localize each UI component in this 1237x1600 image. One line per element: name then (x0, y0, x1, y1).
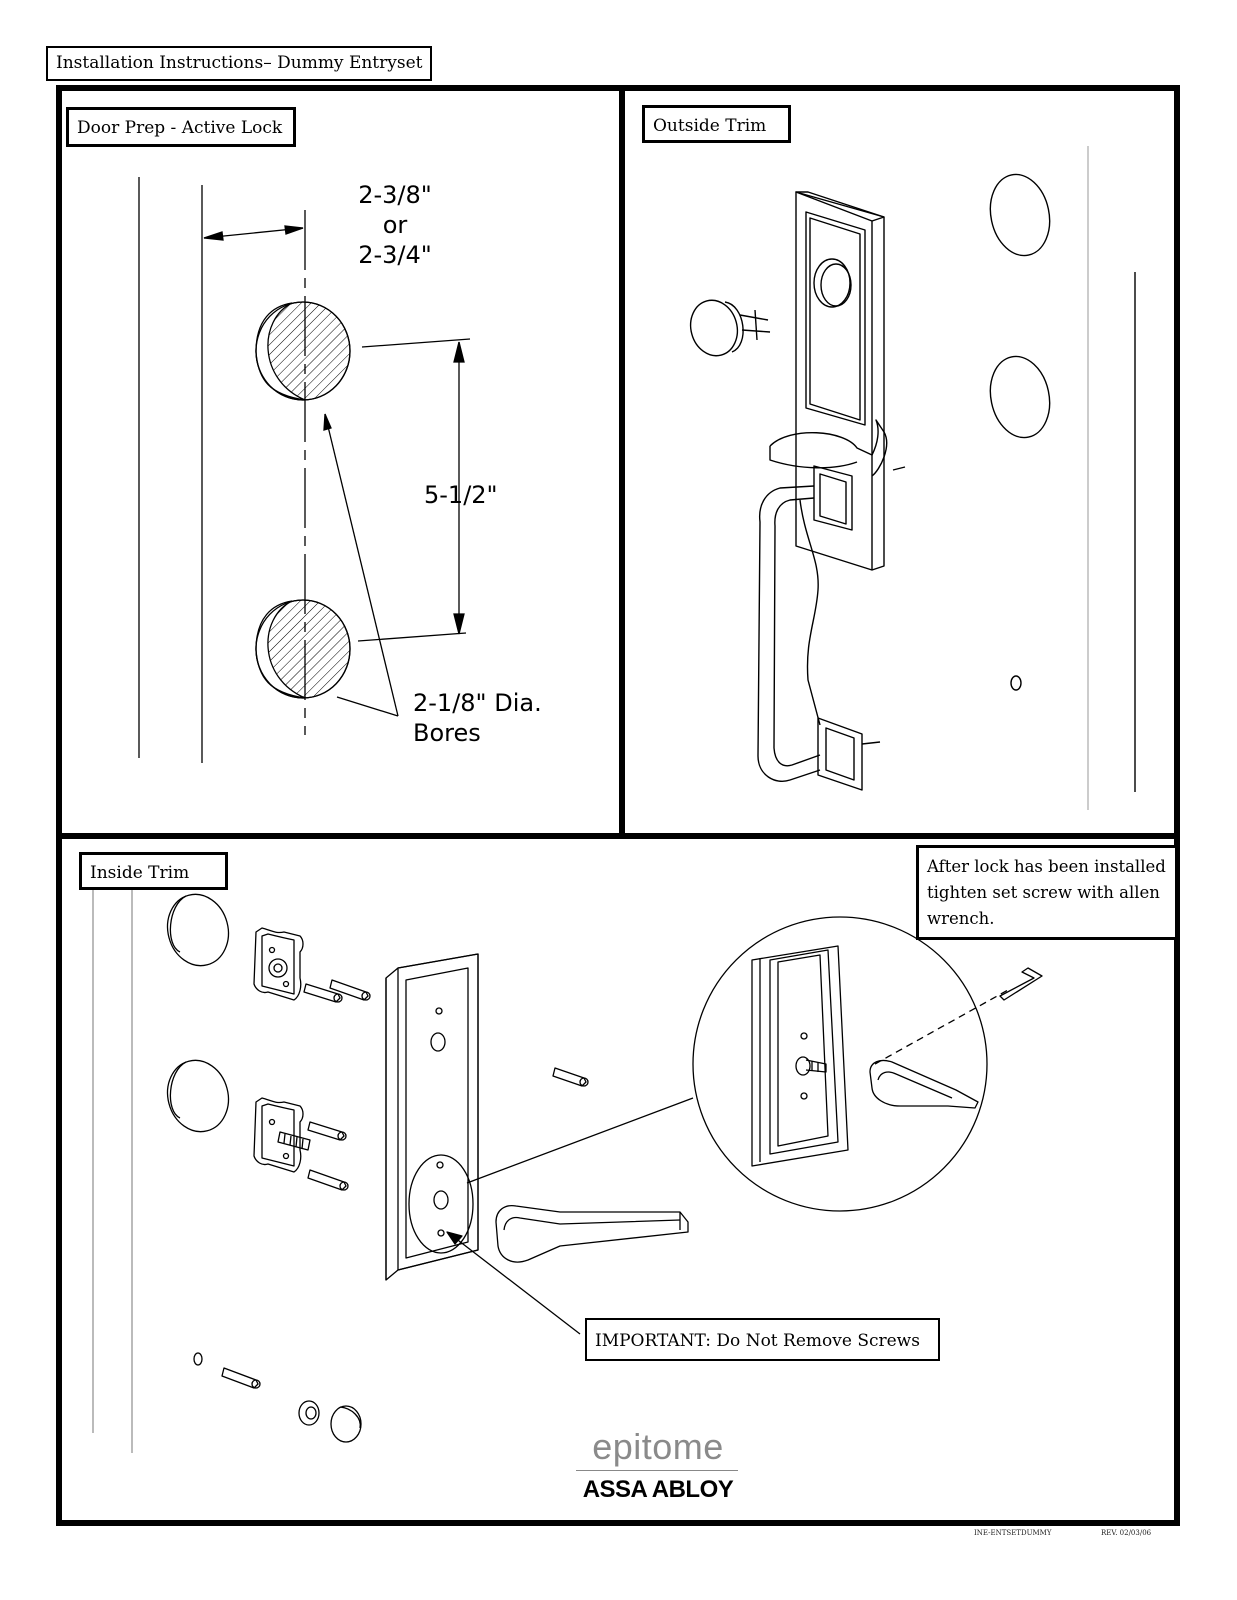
door-prep-label-text: Door Prep - Active Lock (77, 118, 283, 138)
note-line-3: wrench. (927, 909, 995, 928)
detail-magnifier (466, 916, 1043, 1212)
inside-escutcheon (385, 953, 479, 1281)
inside-trim-label-text: Inside Trim (90, 863, 190, 883)
revision-date: REV. 02/03/06 (1101, 1529, 1152, 1537)
outside-escutcheon (795, 191, 885, 571)
thumb-lever (769, 419, 888, 477)
lower-bore (255, 599, 351, 699)
backset-or: or (382, 211, 408, 239)
panel-divider-vertical (619, 85, 625, 836)
brand-logo: epitome ASSA ABLOY (572, 1427, 744, 1504)
important-warning-text: IMPORTANT: Do Not Remove Screws (595, 1331, 920, 1351)
document-title-text: Installation Instructions– Dummy Entryse… (56, 53, 423, 73)
inside-trim-label: Inside Trim (79, 852, 228, 890)
outside-handle-grip (757, 465, 881, 791)
mounting-screws (221, 979, 589, 1389)
bore-diameter-value: 2-1/8" Dia. (413, 689, 542, 717)
epitome-logo: epitome (592, 1426, 724, 1467)
small-hole (193, 1352, 203, 1366)
door-prep-drawing (138, 177, 471, 763)
backset-value-2: 2-3/4" (358, 241, 432, 269)
document-title: Installation Instructions– Dummy Entryse… (46, 46, 432, 81)
mounting-plate-upper (253, 927, 304, 1001)
backset-value-1: 2-3/8" (358, 181, 432, 209)
outside-knob (689, 299, 771, 357)
logo-rule (576, 1470, 738, 1471)
door-prep-label: Door Prep - Active Lock (66, 107, 296, 147)
inside-door-bore-upper (166, 893, 230, 967)
note-line-2: tighten set screw with allen (927, 883, 1160, 902)
outside-trim-drawing (689, 146, 1136, 810)
bore-diameter-label: 2-1/8" Dia. Bores (413, 688, 542, 748)
screw-hole (1010, 675, 1022, 691)
inside-knob-parts (298, 1400, 362, 1443)
door-bore-upper (989, 173, 1051, 257)
bore-spacing-value: 5-1/2" (424, 481, 498, 509)
panel-divider-horizontal (56, 833, 1180, 839)
instruction-frame (56, 85, 1180, 1526)
inside-door-bore-lower (166, 1059, 230, 1133)
inside-trim-drawing (92, 862, 1043, 1453)
door-bore-lower (989, 355, 1051, 439)
assa-abloy-logo: ASSA ABLOY (582, 1476, 734, 1503)
backset-dimension: 2-3/8" or 2-3/4" (340, 180, 450, 270)
inside-lever (495, 1204, 689, 1263)
important-warning: IMPORTANT: Do Not Remove Screws (585, 1318, 940, 1361)
outside-trim-label-text: Outside Trim (653, 116, 767, 136)
allen-wrench-note: After lock has been installed tighten se… (916, 845, 1178, 940)
document-number: INE-ENTSETDUMMY (974, 1529, 1052, 1537)
mounting-plate-lower (253, 1097, 311, 1173)
bore-spacing-dimension: 5-1/2" (424, 480, 498, 510)
note-line-1: After lock has been installed (927, 857, 1166, 876)
outside-trim-label: Outside Trim (642, 105, 791, 143)
upper-bore (255, 301, 351, 401)
bore-diameter-noun: Bores (413, 719, 481, 747)
rose-plate (408, 1154, 474, 1254)
